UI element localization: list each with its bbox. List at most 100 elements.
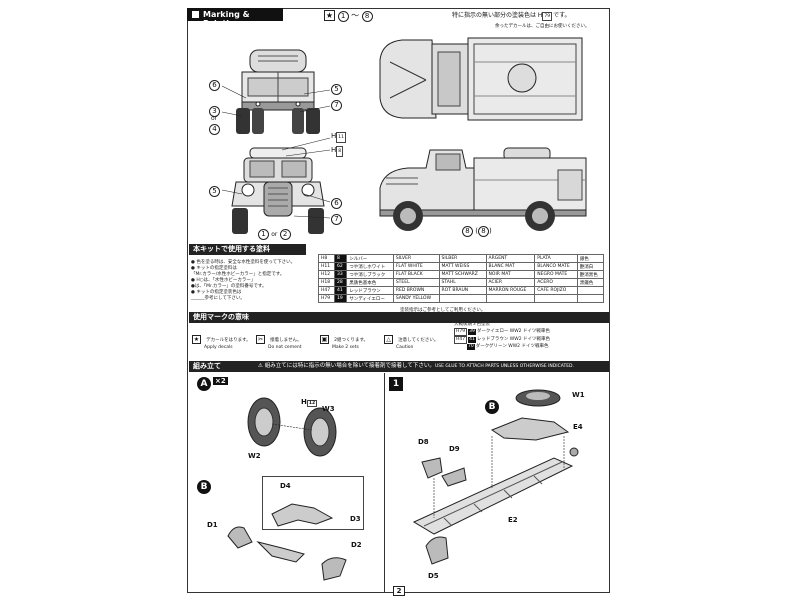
rear-callout-7: 7 bbox=[331, 100, 342, 111]
part-d9: D9 bbox=[449, 445, 460, 453]
axle-assembly-drawing bbox=[227, 503, 347, 581]
star-mark-icon: ★ bbox=[192, 335, 201, 344]
front-callout-5: 5 bbox=[209, 186, 220, 197]
paint-name-fr: NOIR MAT bbox=[485, 270, 536, 279]
paint-name-cn: 艶消黒色 bbox=[576, 270, 605, 279]
mark-two-sets: ▣ 2組つくります。 Make 2 sets bbox=[320, 335, 369, 350]
paint-name-cn: 黒鐵色 bbox=[576, 278, 605, 287]
part-w3: W3 bbox=[322, 405, 335, 413]
rear-callout-4: 4 bbox=[209, 124, 220, 135]
part-d5: D5 bbox=[428, 572, 439, 580]
no-cement-icon: ✂ bbox=[256, 335, 265, 344]
step-a-badge: A bbox=[197, 377, 211, 391]
part-e2: E2 bbox=[508, 516, 518, 524]
range-end: 8 bbox=[361, 11, 373, 22]
paint-c-code: 19 bbox=[334, 294, 348, 303]
truck-side-view bbox=[379, 147, 587, 231]
paint-name-de: MATT WEISS bbox=[438, 262, 487, 271]
paint-name-en: FLAT WHITE bbox=[392, 262, 440, 271]
paint-name-es: PLATA bbox=[534, 254, 578, 263]
paint-c-code: 41 bbox=[334, 286, 348, 295]
marking-painting-header: Marking & Painting bbox=[187, 8, 283, 28]
step-1-sub-b: B bbox=[485, 400, 499, 414]
part-w1: W1 bbox=[572, 391, 585, 399]
paint-name-fr: BLANC MAT bbox=[485, 262, 536, 271]
paint-name-en: FLAT BLACK bbox=[392, 270, 440, 279]
paints-footnote: 塗装指示はご参考としてご利用ください。 bbox=[400, 308, 486, 313]
paint-h-code: H11 bbox=[317, 262, 336, 271]
page-number: 2 bbox=[393, 586, 405, 596]
note-suffix: です。 bbox=[553, 12, 571, 19]
paint-name-cn bbox=[576, 294, 605, 303]
front-leader-lines bbox=[221, 137, 331, 219]
truck-top-view bbox=[379, 37, 583, 121]
decal-range: ★ 1 ～ 8 bbox=[324, 10, 373, 22]
paint-name-es: CAFE ROJIZO bbox=[534, 286, 578, 295]
chassis-assembly-drawing bbox=[412, 389, 579, 565]
part-d4: D4 bbox=[280, 482, 291, 490]
paint-c-code: 8 bbox=[334, 254, 348, 263]
paint-h-code: H47 bbox=[317, 286, 336, 295]
paint-name-en: SILVER bbox=[392, 254, 440, 263]
star-icon: ★ bbox=[324, 10, 335, 21]
truck-front-view bbox=[231, 147, 325, 234]
paint-name-en: RED BROWN bbox=[392, 286, 440, 295]
paint-h-code: H8 bbox=[317, 254, 336, 263]
paint-name-fr: ACIER bbox=[485, 278, 536, 287]
paint-name-fr: ARGENT bbox=[485, 254, 536, 263]
part-d2: D2 bbox=[351, 541, 362, 549]
part-d8: D8 bbox=[418, 438, 429, 446]
wheel-assembly-drawing bbox=[247, 397, 337, 457]
part-d3: D3 bbox=[350, 515, 361, 523]
two-sets-icon: ▣ bbox=[320, 335, 329, 344]
paint-name-cn: 艶消白 bbox=[576, 262, 605, 271]
paint-name-fr bbox=[485, 294, 536, 303]
paint-h-code: H79 bbox=[317, 294, 336, 303]
mark-decal: ★ デカールをはります。 Apply decals bbox=[192, 335, 251, 350]
gate-note: ゲート（ランナーと部品の接合部）をきれいに切りはなします。 bbox=[298, 316, 429, 321]
marks-section-header: 使用マークの意味 bbox=[189, 312, 609, 323]
paint-c-code: 62 bbox=[334, 262, 348, 271]
paint-name-jp: サンディイエロー bbox=[346, 294, 394, 303]
paint-name-fr: MARRON ROUGE bbox=[485, 286, 536, 295]
front-callout-7: 7 bbox=[331, 214, 342, 225]
paint-c-code: 33 bbox=[334, 270, 348, 279]
paint-name-es: ACERO bbox=[534, 278, 578, 287]
mark-no-cement: ✂ 接着しません。 Do not cement bbox=[256, 335, 302, 350]
paint-name-de: MATT SCHWARZ bbox=[438, 270, 487, 279]
paint-h-code: H18 bbox=[317, 278, 336, 287]
rear-callout-3: 3 bbox=[209, 106, 220, 117]
paint-name-es bbox=[534, 294, 578, 303]
paint-name-jp: シルバー bbox=[346, 254, 394, 263]
rear-callout-6: 6 bbox=[209, 80, 220, 91]
note-code: 79 bbox=[542, 12, 553, 21]
step-b-badge: B bbox=[197, 480, 211, 494]
header-title: Marking & Painting bbox=[203, 10, 250, 28]
rear-leader-lines bbox=[221, 85, 331, 117]
step-1-badge: 1 bbox=[389, 377, 403, 391]
paints-notes: ● 色を塗る時は、安全な水性塗料を使って下さい。 ● キットの指定塗料は 「Mr… bbox=[191, 260, 296, 301]
paint-name-es: NEGRO MATE bbox=[534, 270, 578, 279]
mark-caution: △ 注意してください。 Caution bbox=[384, 326, 438, 351]
note-text: 特に指示の無い部分の塗装色は H bbox=[452, 12, 543, 19]
rear-callout-5: 5 bbox=[331, 84, 342, 95]
paint-name-de: ROT BRAUN bbox=[438, 286, 487, 295]
front-callout-6: 6 bbox=[331, 198, 342, 209]
step-b-subframe bbox=[262, 476, 364, 530]
assembly-note: ⚠ 組み立てには特に指示の無い場合を除いて接着剤で接着して下さい。 bbox=[258, 363, 435, 369]
paint-name-de: STAHL bbox=[438, 278, 487, 287]
paint-name-jp: レッドブラウン bbox=[346, 286, 394, 295]
assembly-note-en: USE GLUE TO ATTACH PARTS UNLESS OTHERWIS… bbox=[435, 364, 574, 369]
paint-name-en: STEEL bbox=[392, 278, 440, 287]
paint-name-jp: つや消しブラック bbox=[346, 270, 394, 279]
